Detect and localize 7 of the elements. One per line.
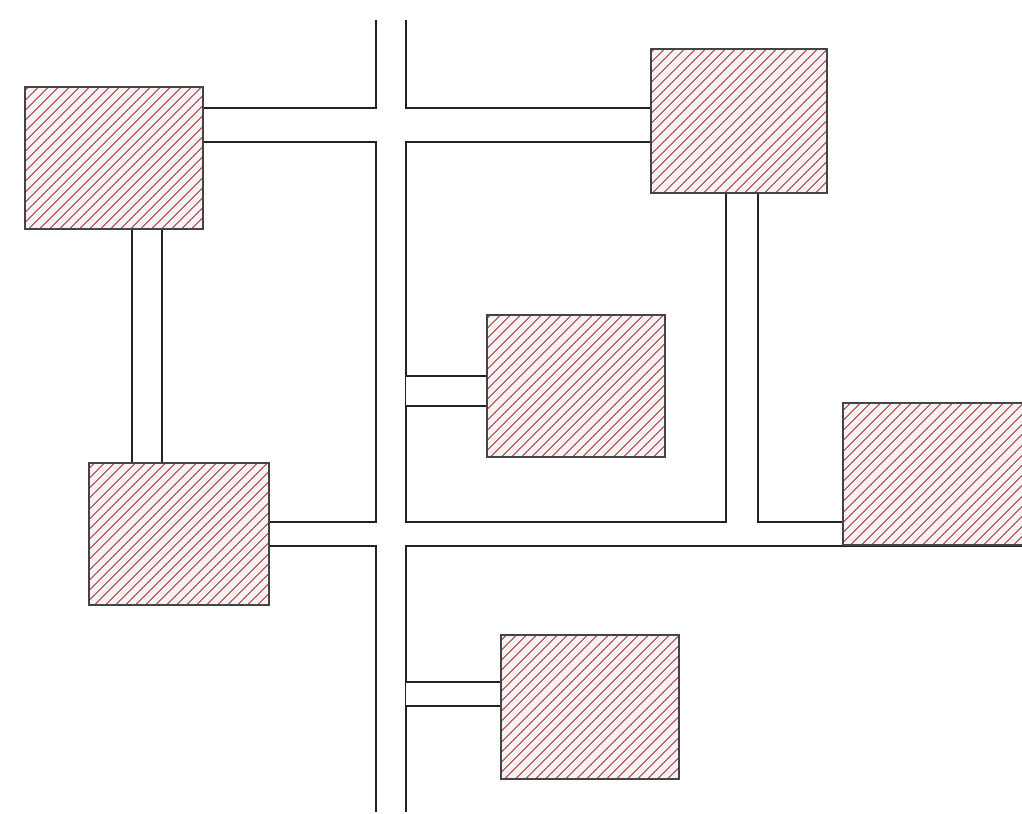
hatched-box bbox=[842, 402, 1022, 546]
channel bbox=[131, 230, 163, 462]
hatched-box bbox=[88, 462, 270, 606]
hatched-box bbox=[500, 634, 680, 780]
hatched-box bbox=[650, 48, 828, 194]
hatched-box bbox=[24, 86, 204, 230]
hatched-box bbox=[486, 314, 666, 458]
